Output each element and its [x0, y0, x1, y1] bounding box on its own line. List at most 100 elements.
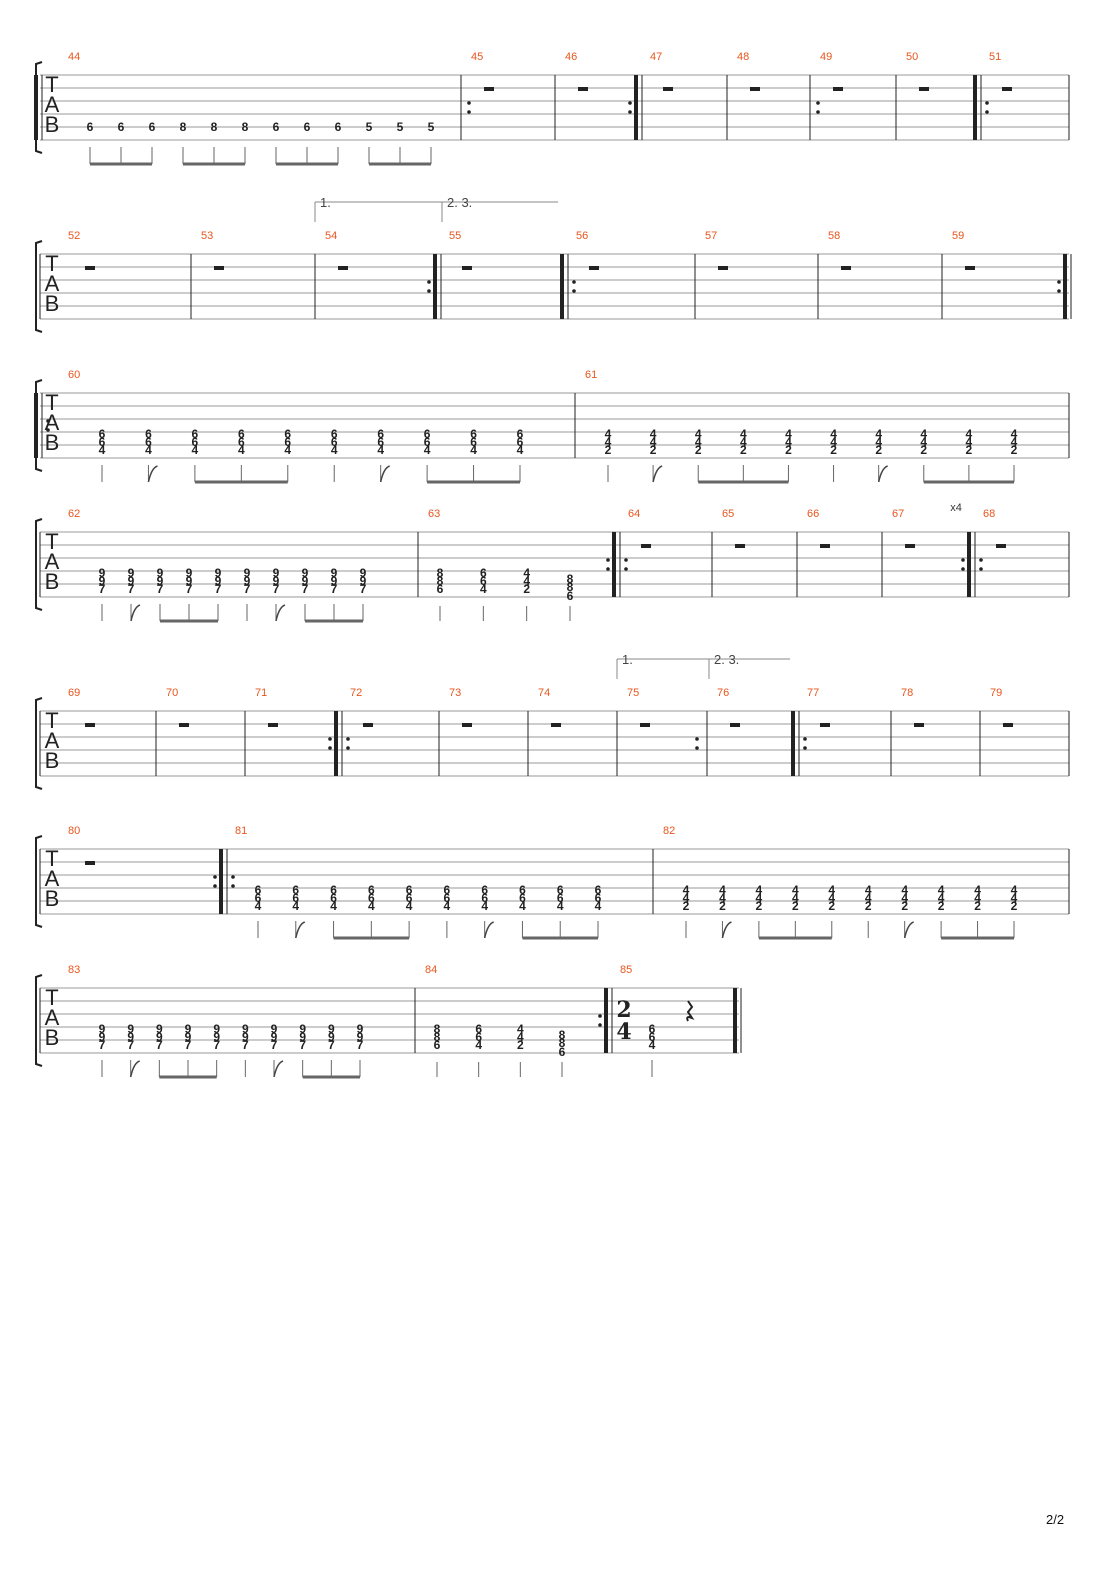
fret-number: 9	[302, 574, 309, 588]
repeat-dot	[46, 419, 50, 423]
repeat-dot	[427, 280, 431, 284]
whole-rest	[551, 723, 561, 727]
fret-number: 9	[186, 574, 193, 588]
fret-number: 8	[437, 566, 444, 580]
whole-rest	[484, 87, 494, 91]
fret-number: 7	[242, 1038, 249, 1052]
fret-number: 4	[377, 443, 384, 457]
fret-number: 9	[271, 1030, 278, 1044]
fret-number: 6	[99, 435, 106, 449]
fret-number: 2	[865, 899, 872, 913]
fret-number: 7	[128, 582, 135, 596]
whole-rest	[718, 266, 728, 270]
repeat-dot	[213, 875, 217, 879]
fret-number: 6	[99, 427, 106, 441]
fret-number: 4	[517, 1022, 524, 1036]
fret-number: 7	[99, 1038, 106, 1052]
fret-number: 4	[605, 435, 612, 449]
eighth-flag	[130, 604, 141, 622]
fret-number: 4	[683, 883, 690, 897]
whole-rest	[268, 723, 278, 727]
repeat-dot	[467, 110, 471, 114]
fret-number: 6	[559, 1045, 566, 1059]
fret-number: 7	[331, 582, 338, 596]
fret-number: 6	[470, 435, 477, 449]
fret-number: 9	[127, 1022, 134, 1036]
fret-number: 9	[328, 1022, 335, 1036]
whole-rest	[996, 544, 1006, 548]
fret-number: 6	[377, 427, 384, 441]
fret-number: 5	[428, 120, 435, 134]
fret-number: 6	[331, 435, 338, 449]
repeat-dot	[572, 289, 576, 293]
repeat-dot	[467, 101, 471, 105]
fret-number: 6	[292, 891, 299, 905]
fret-number: 4	[238, 443, 245, 457]
fret-number: 7	[328, 1038, 335, 1052]
fret-number: 4	[792, 883, 799, 897]
measure-number: 46	[565, 51, 577, 63]
fret-number: 2	[523, 582, 530, 596]
measure-number: 69	[68, 687, 80, 699]
measure-number: 66	[807, 508, 819, 520]
fret-number: 6	[335, 120, 342, 134]
measure-number: 56	[576, 230, 588, 242]
fret-number: 6	[470, 427, 477, 441]
fret-number: 4	[920, 427, 927, 441]
fret-number: 9	[185, 1022, 192, 1036]
whole-rest	[85, 861, 95, 865]
measure-number: 60	[68, 369, 80, 381]
fret-number: 6	[330, 891, 337, 905]
repeat-dot	[231, 875, 235, 879]
tab-clef-letter: B	[45, 291, 60, 316]
whole-rest	[641, 544, 651, 548]
fret-number: 9	[157, 574, 164, 588]
measure-number: 83	[68, 964, 80, 976]
fret-number: 7	[360, 582, 367, 596]
fret-number: 9	[156, 1030, 163, 1044]
fret-number: 7	[185, 1038, 192, 1052]
fret-number: 6	[377, 435, 384, 449]
fret-number: 2	[683, 899, 690, 913]
fret-number: 4	[966, 427, 973, 441]
fret-number: 2	[828, 899, 835, 913]
eighth-flag	[129, 1060, 140, 1078]
fret-number: 9	[299, 1030, 306, 1044]
fret-number: 8	[559, 1036, 566, 1050]
fret-number: 6	[145, 427, 152, 441]
fret-number: 7	[244, 582, 251, 596]
fret-number: 9	[157, 566, 164, 580]
fret-number: 6	[475, 1022, 482, 1036]
fret-number: 6	[444, 883, 451, 897]
whole-rest	[663, 87, 673, 91]
fret-number: 2	[1011, 899, 1018, 913]
fret-number: 4	[785, 427, 792, 441]
eighth-flag	[275, 604, 286, 622]
fret-number: 4	[683, 891, 690, 905]
whole-rest	[85, 723, 95, 727]
fret-number: 4	[966, 435, 973, 449]
measure-number: 58	[828, 230, 840, 242]
fret-number: 6	[238, 427, 245, 441]
repeat-dot	[628, 110, 632, 114]
fret-number: 4	[650, 435, 657, 449]
fret-number: 6	[517, 427, 524, 441]
whole-rest	[965, 266, 975, 270]
whole-rest	[85, 266, 95, 270]
fret-number: 2	[605, 443, 612, 457]
eighth-flag	[295, 921, 306, 939]
eighth-flag	[147, 465, 158, 483]
fret-number: 4	[523, 574, 530, 588]
whole-rest	[919, 87, 929, 91]
fret-number: 8	[242, 120, 249, 134]
fret-number: 4	[830, 427, 837, 441]
fret-number: 4	[865, 883, 872, 897]
repeat-dot	[598, 1014, 602, 1018]
whole-rest	[578, 87, 588, 91]
fret-number: 4	[756, 883, 763, 897]
fret-number: 6	[424, 427, 431, 441]
fret-number: 4	[557, 899, 564, 913]
whole-rest	[905, 544, 915, 548]
volta-label: 2. 3.	[714, 652, 739, 667]
repeat-dot	[346, 746, 350, 750]
